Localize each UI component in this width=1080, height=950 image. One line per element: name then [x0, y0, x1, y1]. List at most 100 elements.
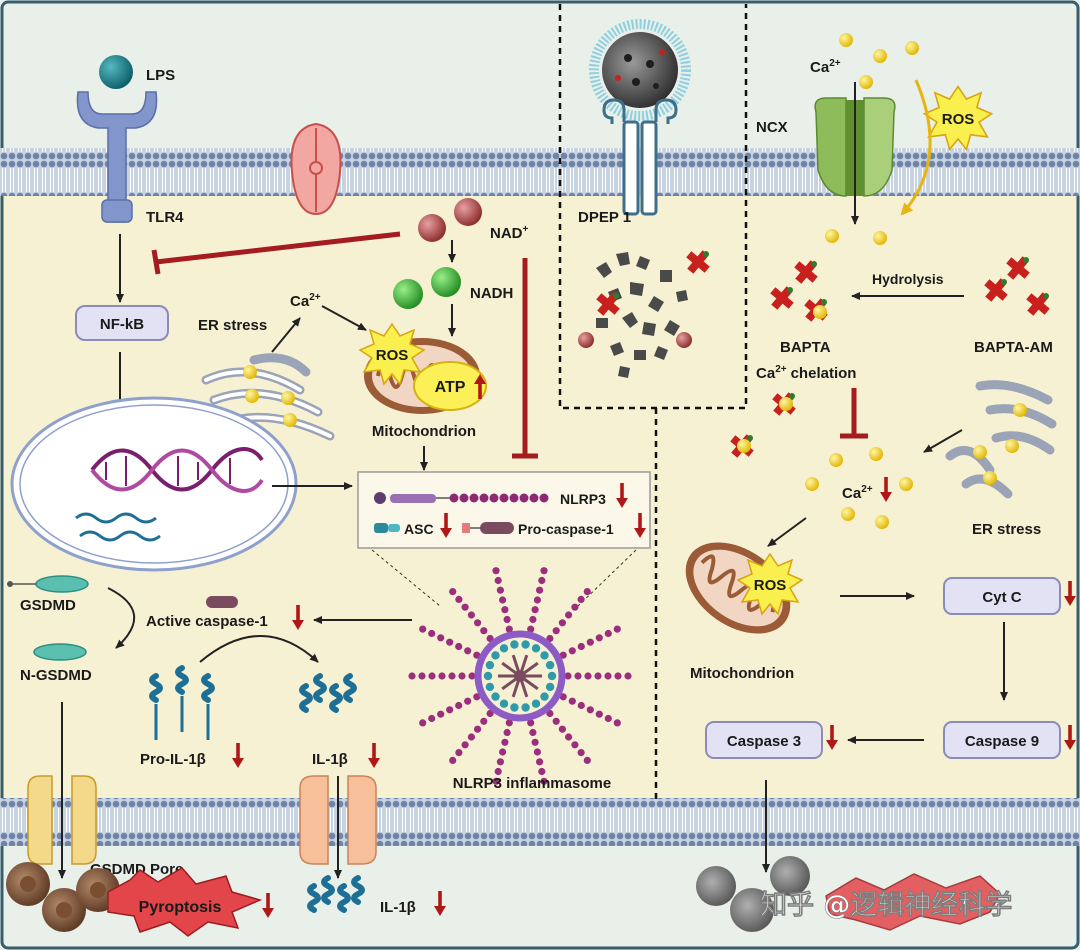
- inflammasome-bead: [480, 717, 488, 725]
- il1b-channel-icon: [299, 775, 377, 865]
- gsdmd-pore-label: GSDMD Pore: [90, 861, 183, 878]
- inflammasome-bead: [437, 710, 445, 718]
- inflammasome-bead: [474, 619, 482, 627]
- inflammasome-asc-bead: [540, 692, 549, 701]
- inflammasome-bead: [473, 651, 481, 659]
- inflammasome-bead: [559, 651, 567, 659]
- inflammasome-bead: [577, 595, 585, 603]
- inflammasome-asc-bead: [540, 651, 549, 660]
- inflammasome-bead: [533, 748, 541, 756]
- inflammasome-bead: [499, 748, 507, 756]
- inflammasome-bead: [480, 627, 488, 635]
- inflammasome-bead: [531, 738, 539, 746]
- inflammasome-asc-bead: [485, 682, 495, 692]
- inflammasome-asc-bead: [510, 703, 519, 712]
- inflammasome-bead: [499, 596, 507, 604]
- inflammasome-bead: [464, 697, 472, 705]
- inflammasome-bead: [461, 741, 469, 749]
- ca-cytosol-label: Ca2+: [842, 484, 873, 502]
- mitochondrion-left-label: Mitochondrion: [372, 423, 476, 440]
- inflammasome-bead: [536, 758, 544, 766]
- inflammasome-bead: [449, 756, 457, 764]
- inflammasome-asc-bead: [547, 671, 557, 681]
- inflammasome-bead: [408, 672, 416, 680]
- inflammasome-bead: [428, 714, 436, 723]
- lps-molecule-icon: [99, 55, 133, 89]
- inflammasome-bead: [614, 672, 622, 680]
- inflammasome-asc-bead: [510, 640, 519, 649]
- asc-label: ASC: [404, 521, 434, 537]
- top-membrane: [0, 148, 1080, 196]
- inflammasome-bead: [604, 672, 612, 680]
- inflammasome-bead: [449, 588, 457, 596]
- nucleus-icon: [10, 396, 298, 572]
- nad-molecules-icon: [418, 198, 482, 242]
- nfkb-label: NF-kB: [100, 316, 144, 333]
- inflammasome-bead: [419, 719, 427, 727]
- inflammasome-bead: [624, 672, 632, 680]
- inflammasome-bead: [540, 567, 548, 575]
- nanoparticle-icon: [589, 19, 691, 121]
- inflammasome-asc-bead: [499, 644, 509, 653]
- watermark-text: 知乎 @逻辑神经科学: [760, 889, 1012, 921]
- inflammasome-bead: [583, 756, 591, 764]
- inflammasome-bead: [503, 728, 511, 737]
- gsdmd-label: GSDMD: [20, 597, 76, 614]
- pyroptosis-burst: [107, 867, 263, 937]
- inflammasome-bead: [613, 625, 621, 633]
- cyt-c-label: Cyt C: [982, 589, 1021, 606]
- inflammasome-bead: [437, 634, 445, 642]
- inflammasome-bead: [455, 642, 463, 651]
- inflammasome-bead: [461, 603, 469, 611]
- inflammasome-bead: [428, 672, 436, 680]
- atp-label: ATP: [435, 379, 466, 396]
- gsdmd-pore-icon: [27, 775, 97, 865]
- inflammasome-bead: [468, 672, 476, 680]
- nad-release-right-icon: [676, 332, 692, 348]
- gsdmd-icon: [7, 575, 89, 593]
- nlrp3-protein-icon: [374, 492, 549, 504]
- dpep1-receptor-icon: [602, 98, 678, 216]
- inflammasome-asc-bead: [521, 640, 530, 649]
- pro-caspase1-label: Pro-caspase-1: [518, 521, 614, 537]
- inflammasome-bead: [613, 719, 621, 727]
- inflammasome-bead: [473, 693, 481, 701]
- inflammasome-bead: [568, 697, 576, 705]
- inflammasome-bead: [604, 714, 612, 723]
- atp-badge: [413, 361, 487, 411]
- inflammasome-bead: [595, 634, 603, 642]
- ros-left-label: ROS: [376, 347, 409, 364]
- inflammasome-bead: [533, 596, 541, 604]
- ncx-label: NCX: [756, 119, 788, 136]
- inflammasome-bead: [577, 701, 585, 710]
- er-stress-right-label: ER stress: [972, 521, 1041, 538]
- inflammasome-bead: [496, 758, 504, 766]
- pro-caspase1-icon: [462, 522, 514, 534]
- inflammasome-bead: [464, 647, 472, 655]
- inflammasome-bead: [505, 625, 513, 633]
- inflammasome-bead: [448, 672, 456, 680]
- il1b-label: IL-1β: [312, 751, 348, 768]
- inflammasome-bead: [527, 719, 535, 727]
- bapta-label: BAPTA: [780, 339, 831, 356]
- inflammasome-bead: [594, 672, 602, 680]
- inflammasome-bead: [438, 672, 446, 680]
- inflammasome-bead: [458, 672, 466, 680]
- nfkb-box: [75, 305, 169, 341]
- inflammasome-bead: [492, 567, 500, 575]
- hydrolysis-label: Hydrolysis: [872, 271, 944, 287]
- inflammasome-bead: [455, 595, 463, 603]
- inflammasome-bead: [501, 738, 509, 746]
- er-stress-left-label: ER stress: [198, 317, 267, 334]
- inflammasome-bead: [419, 625, 427, 633]
- nlrp3-label: NLRP3: [560, 491, 606, 507]
- inflammasome-bead: [494, 576, 502, 585]
- pyroptosis-label: Pyroptosis: [139, 899, 222, 916]
- inflammasome-bead: [455, 749, 463, 757]
- inflammasome-asc-bead: [531, 644, 541, 653]
- inflammasome-bead: [586, 706, 594, 714]
- inflammasome-asc-bead: [545, 660, 555, 670]
- n-gsdmd-icon: [33, 643, 87, 661]
- inflammasome-bead: [559, 693, 567, 701]
